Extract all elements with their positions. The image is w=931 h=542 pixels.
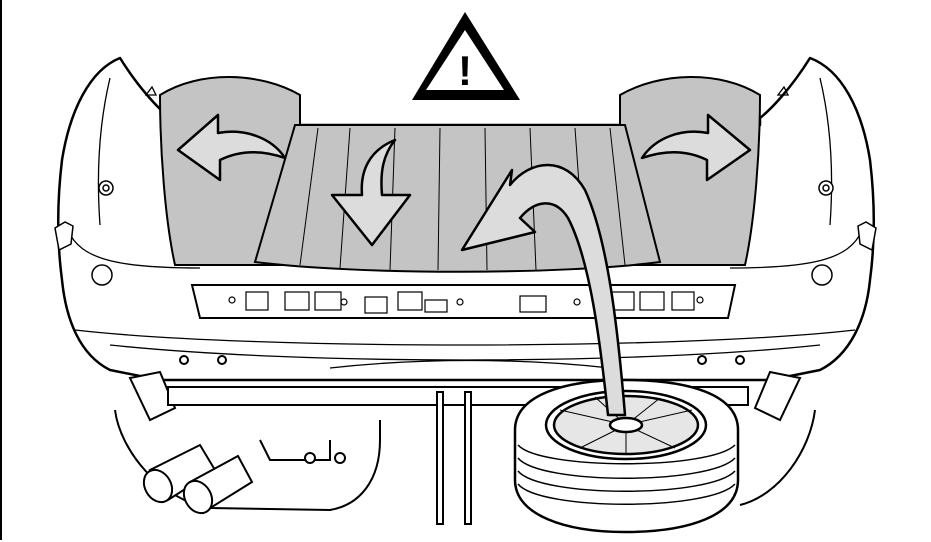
twin-exhaust: [138, 445, 252, 518]
spare-wheel: [515, 380, 738, 532]
warning-glyph: !: [458, 47, 472, 94]
warning-triangle-icon: !: [412, 12, 520, 100]
rear-bumper: [192, 285, 735, 318]
trunk-interior: [160, 77, 760, 272]
